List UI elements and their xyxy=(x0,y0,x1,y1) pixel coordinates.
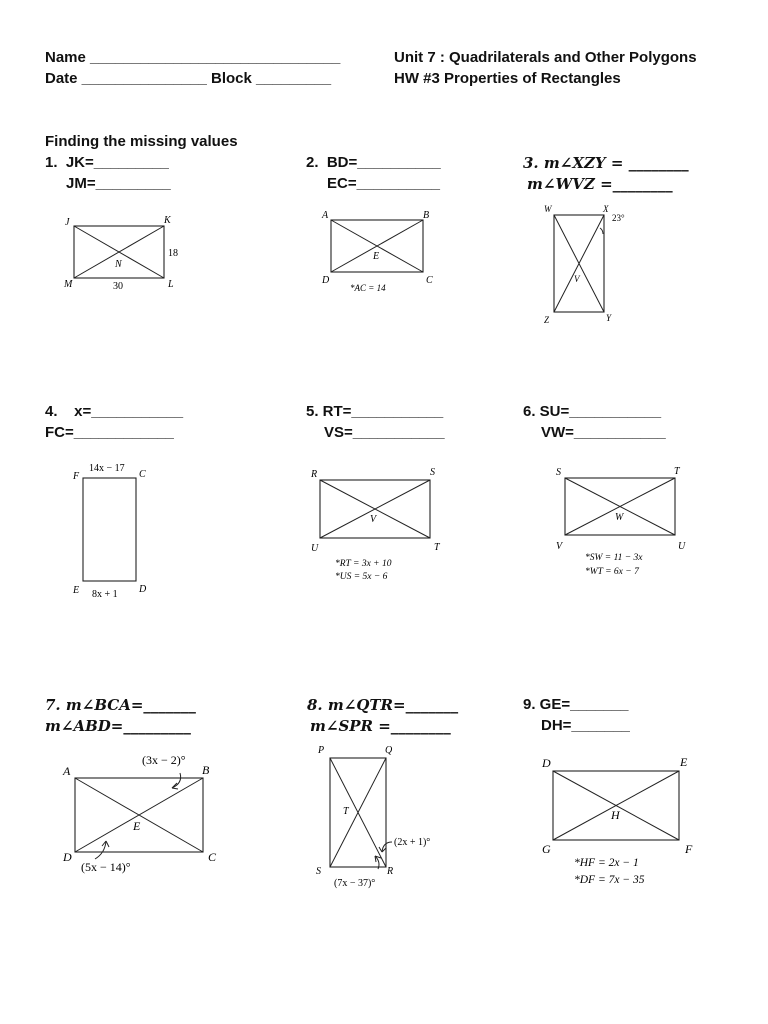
vertex-label-c: C xyxy=(139,469,146,480)
problem-2-rectangle-figure: A B C D E *AC = 14 xyxy=(321,210,433,293)
angle-label: 23° xyxy=(612,213,625,223)
angle-expression-bottom: (5x − 14)° xyxy=(81,860,131,874)
vertex-label-r: R xyxy=(310,469,317,480)
bottom-side-expression: 8x + 1 xyxy=(92,589,118,600)
side-length-label: 18 xyxy=(168,248,178,259)
center-label-v: V xyxy=(574,274,581,284)
angle-expression-top: (3x − 2)° xyxy=(142,753,186,767)
vertex-label-k: K xyxy=(163,215,172,226)
problem-2-question-bd[interactable]: 2. BD=__________ xyxy=(306,154,441,171)
vertex-label-y: Y xyxy=(606,313,612,323)
center-label-e: E xyxy=(372,251,379,262)
problem-7-question-abd[interactable]: m∠ABD=_________ xyxy=(45,717,191,735)
problem-7-rectangle-figure: A B C D E (3x − 2)° (5x − 14)° xyxy=(62,753,217,874)
problem-6-question-su[interactable]: 6. SU=___________ xyxy=(523,403,662,420)
problem-3-question-xzy[interactable]: 3. m∠XZY = ________ xyxy=(523,154,689,172)
vertex-label-t: T xyxy=(434,542,441,553)
problem-2-question-ec[interactable]: EC=__________ xyxy=(327,175,441,192)
given-note-us: *US = 5x − 6 xyxy=(335,572,388,582)
problem-4-question-fc[interactable]: FC=____________ xyxy=(45,424,174,441)
center-label-v: V xyxy=(370,514,378,525)
problem-8-question-qtr[interactable]: 8. m∠QTR=_______ xyxy=(307,696,459,714)
vertex-label-b: B xyxy=(423,210,429,221)
vertex-label-f: F xyxy=(684,842,693,856)
center-label-h: H xyxy=(610,808,621,822)
vertex-label-u: U xyxy=(311,543,319,554)
center-label-t: T xyxy=(343,806,350,817)
problem-4-rectangle-figure: F C E D 14x − 17 8x + 1 xyxy=(72,463,147,600)
name-line[interactable]: Name ______________________________ xyxy=(45,49,341,66)
angle-expression-right: (2x + 1)° xyxy=(394,837,430,848)
center-label-n: N xyxy=(114,259,123,270)
problem-9-question-ge[interactable]: 9. GE=_______ xyxy=(523,696,629,713)
vertex-label-g: G xyxy=(542,842,551,856)
vertex-label-e: E xyxy=(72,585,79,596)
vertex-label-c: C xyxy=(426,275,433,286)
vertex-label-f: F xyxy=(72,471,80,482)
date-block-line[interactable]: Date _______________ Block _________ xyxy=(45,70,332,87)
given-note-wt: *WT = 6x − 7 xyxy=(585,567,640,577)
vertex-label-b: B xyxy=(202,763,210,777)
vertex-label-w: W xyxy=(544,204,553,214)
problem-6-rectangle-figure: S T U V W *SW = 11 − 3x *WT = 6x − 7 xyxy=(556,466,686,577)
problem-3-question-wvz[interactable]: m∠WVZ =________ xyxy=(527,175,673,193)
homework-title: HW #3 Properties of Rectangles xyxy=(394,70,621,87)
vertex-label-l: L xyxy=(167,279,174,290)
vertex-label-x: X xyxy=(602,204,609,214)
vertex-label-p: P xyxy=(317,745,324,756)
given-note-hf: *HF = 2x − 1 xyxy=(574,857,639,869)
problem-8-rectangle-figure: P Q R S T (2x + 1)° (7x − 37)° xyxy=(316,745,430,889)
center-label-e: E xyxy=(132,819,141,833)
vertex-label-d: D xyxy=(138,584,147,595)
problem-4-question-x[interactable]: 4. x=___________ xyxy=(45,403,184,420)
vertex-label-d: D xyxy=(321,275,330,286)
vertex-label-u: U xyxy=(678,541,686,552)
vertex-label-d: D xyxy=(62,850,72,864)
problem-1-question-jk[interactable]: 1. JK=_________ xyxy=(45,154,169,171)
problem-1-rectangle-figure: J K L M N 18 30 xyxy=(63,215,178,292)
given-note: *AC = 14 xyxy=(350,283,386,293)
problem-5-question-vs[interactable]: VS=___________ xyxy=(324,424,445,441)
given-note-df: *DF = 7x − 35 xyxy=(574,874,645,886)
vertex-label-m: M xyxy=(63,279,73,290)
bottom-length-label: 30 xyxy=(113,281,123,292)
vertex-label-s: S xyxy=(316,866,321,877)
problem-1-question-jm[interactable]: JM=_________ xyxy=(66,175,171,192)
vertex-label-v: V xyxy=(556,541,564,552)
vertex-label-a: A xyxy=(321,210,329,221)
vertex-label-d: D xyxy=(541,756,551,770)
problem-9-question-dh[interactable]: DH=_______ xyxy=(541,717,630,734)
problem-7-question-bca[interactable]: 7. m∠BCA=_______ xyxy=(45,696,196,714)
problem-3-rectangle-figure: W X Y Z V 23° xyxy=(544,204,625,325)
problem-8-question-spr[interactable]: m∠SPR =________ xyxy=(310,717,451,735)
angle-expression-bottom: (7x − 37)° xyxy=(334,878,375,889)
problem-6-question-vw[interactable]: VW=___________ xyxy=(541,424,666,441)
top-side-expression: 14x − 17 xyxy=(89,463,125,474)
vertex-label-z: Z xyxy=(544,315,550,325)
given-note-rt: *RT = 3x + 10 xyxy=(335,559,392,569)
problem-5-question-rt[interactable]: 5. RT=___________ xyxy=(306,403,444,420)
center-label-w: W xyxy=(615,512,625,523)
vertex-label-e: E xyxy=(679,755,688,769)
vertex-label-j: J xyxy=(65,217,70,228)
vertex-label-t: T xyxy=(674,466,681,477)
problem-5-rectangle-figure: R S T U V *RT = 3x + 10 *US = 5x − 6 xyxy=(310,467,441,582)
vertex-label-a: A xyxy=(62,764,71,778)
vertex-label-r: R xyxy=(386,866,393,877)
vertex-label-s: S xyxy=(556,467,561,478)
problem-9-rectangle-figure: D E F G H *HF = 2x − 1 *DF = 7x − 35 xyxy=(541,755,693,886)
section-title: Finding the missing values xyxy=(45,133,238,150)
given-note-sw: *SW = 11 − 3x xyxy=(585,553,643,563)
unit-title: Unit 7 : Quadrilaterals and Other Polygo… xyxy=(394,49,697,66)
vertex-label-c: C xyxy=(208,850,217,864)
vertex-label-s: S xyxy=(430,467,435,478)
vertex-label-q: Q xyxy=(385,745,393,756)
